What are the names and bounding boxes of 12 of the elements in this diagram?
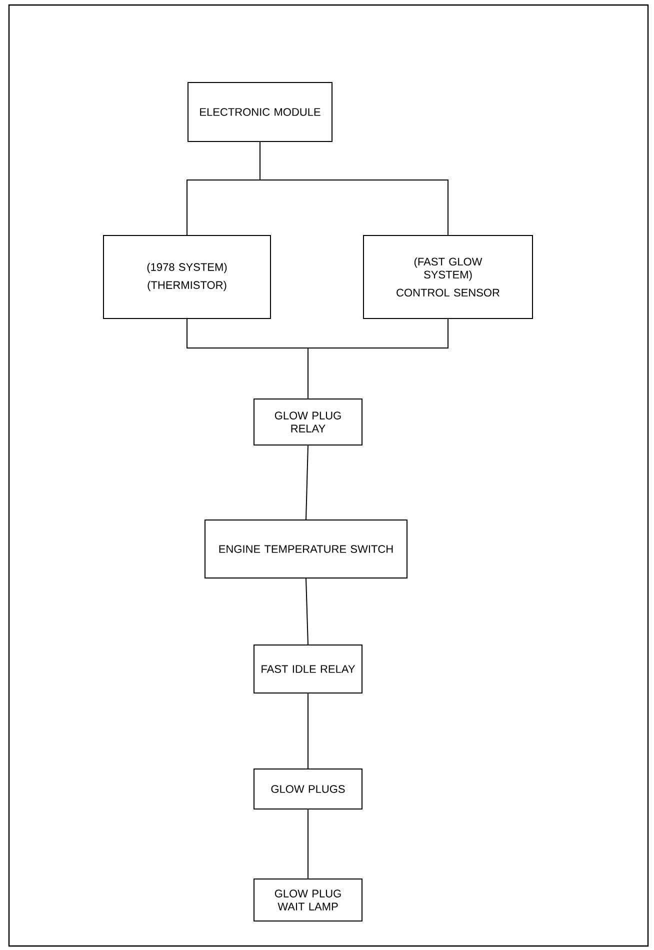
process-box: ELECTRONIC MODULE (188, 82, 332, 142)
process-box: (FAST GLOW SYSTEM) CONTROL SENSOR (363, 235, 533, 319)
connector-line (260, 142, 448, 236)
process-box: (1978 SYSTEM) (THERMISTOR) (103, 235, 271, 319)
process-box: FAST IDLE RELAY (254, 644, 362, 694)
process-box: GLOW PLUG RELAY (254, 398, 362, 446)
connector-line (306, 578, 308, 645)
process-box: GLOW PLUG WAIT LAMP (254, 878, 362, 922)
connector-line (306, 445, 308, 520)
process-box: GLOW PLUGS (254, 768, 362, 810)
connector-line (308, 318, 448, 399)
process-box: ENGINE TEMPERATURE SWITCH (204, 520, 408, 578)
